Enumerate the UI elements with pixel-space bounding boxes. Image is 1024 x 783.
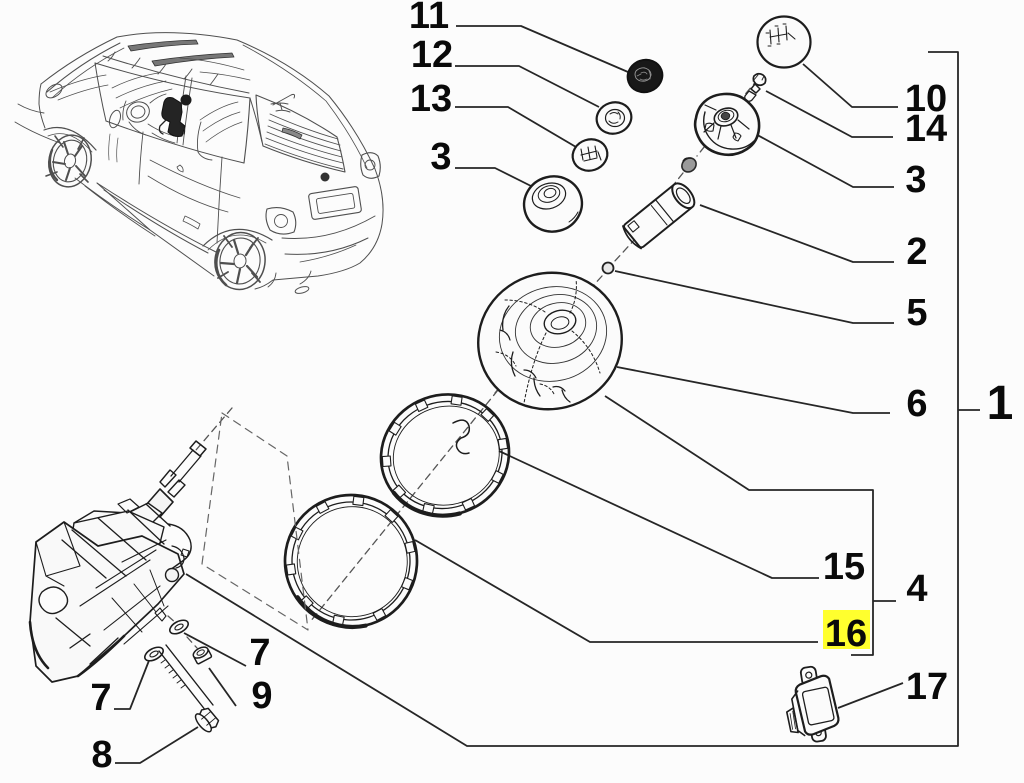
svg-text:8: 8	[91, 734, 112, 776]
svg-text:5: 5	[906, 292, 927, 334]
svg-text:15: 15	[823, 546, 865, 588]
svg-text:1: 1	[987, 377, 1014, 430]
svg-text:10: 10	[905, 78, 947, 120]
svg-text:17: 17	[906, 666, 948, 708]
svg-text:6: 6	[906, 383, 927, 425]
svg-text:7: 7	[249, 632, 270, 674]
svg-text:14: 14	[905, 108, 947, 150]
svg-text:13: 13	[410, 78, 452, 120]
svg-text:12: 12	[411, 34, 453, 76]
svg-text:11: 11	[409, 0, 449, 37]
svg-text:2: 2	[906, 231, 927, 273]
svg-text:3: 3	[905, 159, 926, 201]
svg-text:9: 9	[251, 675, 272, 717]
svg-text:16: 16	[825, 613, 867, 655]
svg-text:7: 7	[90, 677, 111, 719]
svg-text:3: 3	[430, 136, 451, 178]
svg-text:4: 4	[906, 568, 927, 610]
